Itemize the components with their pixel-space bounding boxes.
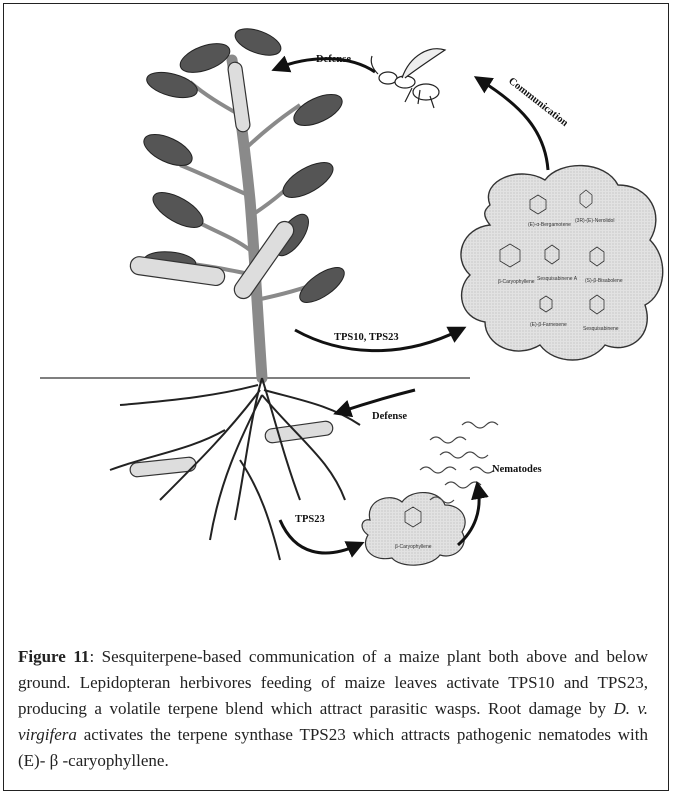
molecule-label: β-Caryophyllene	[395, 544, 432, 550]
label-defense-top: Defense	[316, 54, 351, 65]
label-communication: Communication	[506, 76, 570, 129]
molecule-label: β-Caryophyllene	[498, 279, 535, 285]
label-nematodes: Nematodes	[492, 464, 542, 475]
molecule-label: (S)-β-Bisabolene	[585, 278, 623, 284]
molecule-label: (3R)-(E)-Nerolidol	[575, 218, 614, 224]
communication-arrow	[480, 80, 548, 170]
figure-illustration: (E)-α-Bergamotene (3R)-(E)-Nerolidol β-C…	[0, 0, 674, 620]
nematodes	[420, 422, 498, 503]
defense-arrow-bottom	[340, 390, 415, 412]
label-defense-bottom: Defense	[372, 411, 407, 422]
molecule-label: (E)-α-Bergamotene	[528, 222, 571, 228]
molecule-label: (E)-β-Farnesene	[530, 322, 567, 328]
figure-caption: Figure 11: Sesquiterpene-based communica…	[18, 644, 648, 774]
parasitic-wasp	[371, 49, 445, 108]
label-tps23: TPS23	[295, 514, 325, 525]
molecule-label: Sesquisabinene A	[537, 276, 578, 282]
root-volatile-cloud: β-Caryophyllene	[362, 493, 465, 566]
caption-text-1: : Sesquiterpene-based communication of a…	[18, 647, 648, 718]
caption-text-2: activates the terpene synthase TPS23 whi…	[18, 725, 648, 770]
label-tps10-tps23: TPS10, TPS23	[334, 332, 399, 343]
caption-label: Figure 11	[18, 647, 89, 666]
molecule-label: Sesquisabinene	[583, 326, 619, 332]
volatile-cloud: (E)-α-Bergamotene (3R)-(E)-Nerolidol β-C…	[461, 166, 663, 360]
